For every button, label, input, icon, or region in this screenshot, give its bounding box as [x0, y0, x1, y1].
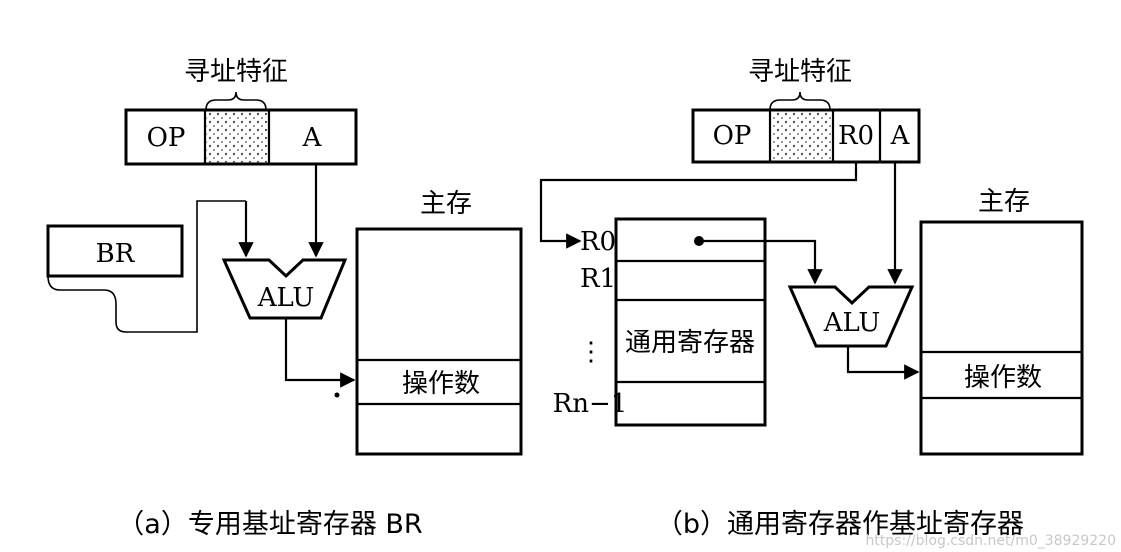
panel-a-a-field: A — [302, 123, 323, 153]
panel-a-br-label: BR — [96, 239, 136, 269]
panel-b-caption: （b）通用寄存器作基址寄存器 — [656, 509, 1024, 540]
panel-b-reg-rn1: Rn−1 — [553, 389, 628, 419]
panel-b-a-field: A — [890, 121, 911, 151]
watermark: https://blog.csdn.net/m0_38929220 — [865, 533, 1116, 549]
panel-a-alu-shape — [221, 258, 348, 320]
panel-a-memory-box — [355, 227, 523, 456]
panel-b-operand-label: 操作数 — [964, 363, 1042, 393]
panel-b-r0-field: R0 — [838, 121, 874, 151]
panel-a-addressing-feature-field — [206, 111, 268, 163]
panel-b-memory-box — [919, 220, 1084, 456]
panel-b-addressing-feature-label: 寻址特征 — [748, 57, 852, 87]
panel-a-br-register: BR — [46, 200, 246, 333]
panel-b-alu-label: ALU — [823, 308, 881, 338]
panel-a-caption: （a）专用基址寄存器 BR — [117, 509, 422, 540]
panel-a-alu-to-operand-arrow — [284, 318, 356, 388]
panel-b-alu-to-operand-arrow — [846, 346, 920, 380]
panel-a: 寻址特征 OP A BR ALU 主存 — [46, 57, 523, 540]
panel-a-memory-title: 主存 — [420, 189, 472, 219]
panel-a-op-field: OP — [147, 123, 186, 153]
panel-b-gpr-label: 通用寄存器 — [625, 328, 755, 358]
panel-a-alu: ALU — [221, 258, 348, 320]
panel-b-register-file: 通用寄存器 R0 R1 ⋮ Rn−1 — [553, 217, 767, 427]
panel-b-reg-dots: ⋮ — [578, 337, 604, 367]
panel-b-r0-select-arrow — [539, 162, 858, 249]
panel-b: 寻址特征 OP R0 A 通用寄存器 R0 R1 ⋮ Rn−1 — [539, 57, 1084, 540]
panel-b-r0-to-alu-arrow — [699, 239, 823, 285]
panel-b-reg-r1: R1 — [580, 264, 616, 294]
panel-a-main-memory: 主存 操作数 — [334, 189, 523, 456]
panel-b-op-field: OP — [713, 121, 752, 151]
panel-a-operand-label: 操作数 — [402, 369, 480, 399]
panel-b-addressing-feature-field — [771, 111, 832, 161]
panel-a-brace — [205, 91, 267, 111]
panel-b-reg-r0: R0 — [580, 227, 616, 257]
panel-a-alu-label: ALU — [257, 283, 315, 313]
panel-b-brace — [769, 91, 831, 111]
panel-b-alu-shape — [787, 285, 915, 348]
panel-b-memory-title: 主存 — [978, 187, 1030, 217]
panel-b-instruction: OP R0 A — [691, 108, 921, 164]
panel-b-alu: ALU — [787, 285, 915, 348]
panel-b-main-memory: 主存 操作数 — [919, 187, 1084, 456]
panel-a-br-box — [46, 224, 184, 278]
panel-a-instruction: OP A — [124, 108, 358, 166]
panel-b-register-file-box — [614, 217, 767, 427]
panel-a-addressing-feature-label: 寻址特征 — [184, 57, 288, 87]
